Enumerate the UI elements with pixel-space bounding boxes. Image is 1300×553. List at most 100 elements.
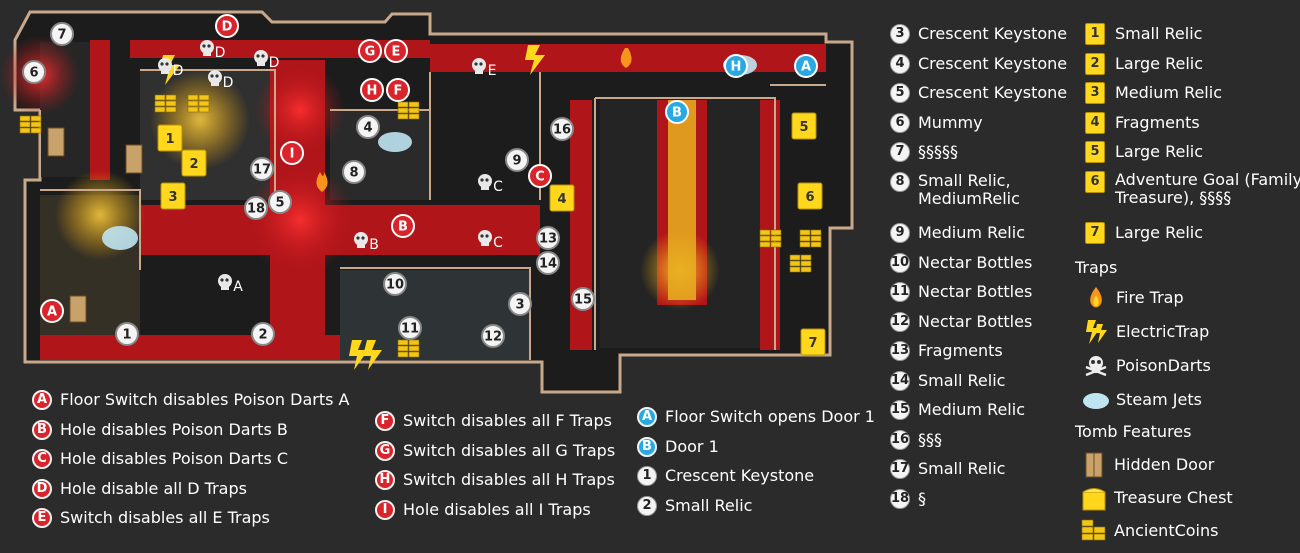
map-marker-white[interactable]: 7 bbox=[50, 22, 74, 46]
map-marker-red[interactable]: B bbox=[391, 214, 415, 238]
legend-badge: 17 bbox=[890, 459, 910, 479]
chest-marker[interactable]: 6 bbox=[797, 182, 823, 210]
map-marker-white[interactable]: 10 bbox=[383, 272, 407, 296]
marker-label: 3 bbox=[168, 190, 177, 205]
legend-text: Switch disables all G Traps bbox=[403, 440, 616, 460]
legend-badge: 11 bbox=[890, 282, 910, 302]
legend-row: ElectricTrap bbox=[1082, 319, 1209, 345]
legend-text: Switch disables all F Traps bbox=[403, 411, 612, 430]
map-marker-white[interactable]: 1 bbox=[115, 322, 139, 346]
map-marker-white[interactable]: 9 bbox=[505, 148, 529, 172]
map-marker-white[interactable]: 5 bbox=[268, 190, 292, 214]
map-marker-red[interactable]: D bbox=[215, 14, 239, 38]
marker-label: D bbox=[215, 45, 226, 61]
chest-badge: 1 bbox=[1085, 23, 1105, 45]
marker-label: A bbox=[233, 279, 243, 295]
legend-text: Floor Switch opens Door 1 bbox=[665, 407, 875, 426]
marker-label: D bbox=[269, 55, 280, 71]
marker-label: B bbox=[398, 220, 408, 235]
marker-label: E bbox=[392, 45, 401, 60]
legend-text: Treasure), §§§§ bbox=[1115, 187, 1232, 207]
map-marker-white[interactable]: 14 bbox=[536, 251, 560, 275]
map-marker-white[interactable]: 11 bbox=[398, 316, 422, 340]
map-marker-red[interactable]: C bbox=[528, 164, 552, 188]
map-marker-white[interactable]: 16 bbox=[550, 117, 574, 141]
chest-marker[interactable]: 3 bbox=[160, 182, 186, 210]
map-marker-white[interactable]: 12 bbox=[481, 324, 505, 348]
map-marker-white[interactable]: 6 bbox=[22, 60, 46, 84]
chest-marker[interactable]: 5 bbox=[791, 112, 817, 140]
marker-label: 11 bbox=[401, 322, 419, 337]
legend-badge: 6 bbox=[890, 112, 910, 133]
chest-marker[interactable]: 4 bbox=[549, 184, 575, 212]
door-icon bbox=[1080, 452, 1108, 478]
marker-label: A bbox=[47, 305, 57, 320]
legend-badge: 1 bbox=[637, 466, 657, 486]
map-marker-white[interactable]: 15 bbox=[571, 287, 595, 311]
map-marker-white[interactable]: 8 bbox=[342, 160, 366, 184]
legend-text: Small Relic bbox=[665, 495, 753, 515]
map-marker-red[interactable]: H bbox=[360, 78, 384, 102]
chest-marker[interactable]: 7 bbox=[800, 328, 826, 356]
legend-badge: H bbox=[375, 470, 395, 490]
chest-marker[interactable]: 1 bbox=[157, 124, 183, 152]
map-marker-white[interactable]: 2 bbox=[251, 322, 275, 346]
legend-badge: I bbox=[375, 499, 395, 520]
map-marker-white[interactable]: 17 bbox=[250, 157, 274, 181]
marker-label: 13 bbox=[539, 232, 557, 247]
marker-label: 6 bbox=[29, 66, 38, 81]
legend-text: Crescent Keystone bbox=[665, 466, 815, 485]
legend-text: Large Relic bbox=[1115, 53, 1204, 73]
legend-badge: 18 bbox=[890, 488, 910, 509]
legend-badge: B bbox=[32, 419, 52, 440]
chest-marker[interactable]: 2 bbox=[181, 149, 207, 177]
legend-text: Nectar Bottles bbox=[918, 311, 1033, 331]
legend-badge: 16 bbox=[890, 429, 910, 450]
legend-badge: E bbox=[32, 508, 52, 528]
marker-label: 4 bbox=[363, 121, 372, 136]
cloud-icon bbox=[1082, 387, 1110, 413]
map-marker-white[interactable]: 13 bbox=[536, 226, 560, 250]
legend-text: Medium Relic bbox=[918, 223, 1025, 242]
map-marker-white[interactable]: 18 bbox=[244, 196, 268, 220]
marker-label: 4 bbox=[557, 192, 566, 207]
legend-row: E Switch disables all E Traps bbox=[32, 508, 270, 528]
coin-stacks bbox=[19, 94, 822, 358]
map-marker-red[interactable]: E bbox=[384, 39, 408, 63]
map-marker-blue[interactable]: B bbox=[665, 100, 689, 124]
skull-icon bbox=[1082, 353, 1110, 379]
legend-text: Small Relic bbox=[918, 459, 1006, 478]
map-marker-red[interactable]: F bbox=[386, 78, 410, 102]
fire-traps bbox=[316, 48, 632, 192]
marker-label: 9 bbox=[512, 154, 521, 169]
marker-label: D bbox=[222, 20, 233, 35]
map-marker-red[interactable]: G bbox=[358, 39, 382, 63]
legend-text: Medium Relic bbox=[918, 400, 1025, 419]
legend-badge: 4 bbox=[890, 53, 910, 74]
legend-text: MediumRelic bbox=[918, 188, 1020, 208]
map-marker-blue[interactable]: H bbox=[724, 54, 748, 78]
legend-text: § bbox=[918, 488, 926, 508]
map-marker-white[interactable]: 3 bbox=[508, 292, 532, 316]
map-marker-blue[interactable]: A bbox=[794, 54, 818, 78]
poison-darts-marker: D bbox=[254, 50, 279, 71]
map-marker-white[interactable]: 4 bbox=[356, 115, 380, 139]
legend-text: Switch disables all E Traps bbox=[60, 508, 270, 527]
poison-darts-marker: B bbox=[354, 232, 379, 253]
map-marker-red[interactable]: I bbox=[280, 141, 304, 165]
legend-badge: A bbox=[32, 390, 52, 410]
legend-row: AncientCoins bbox=[1080, 518, 1218, 544]
map-marker-red[interactable]: A bbox=[40, 299, 64, 323]
legend-text: Steam Jets bbox=[1116, 390, 1202, 409]
marker-label: I bbox=[290, 147, 295, 162]
